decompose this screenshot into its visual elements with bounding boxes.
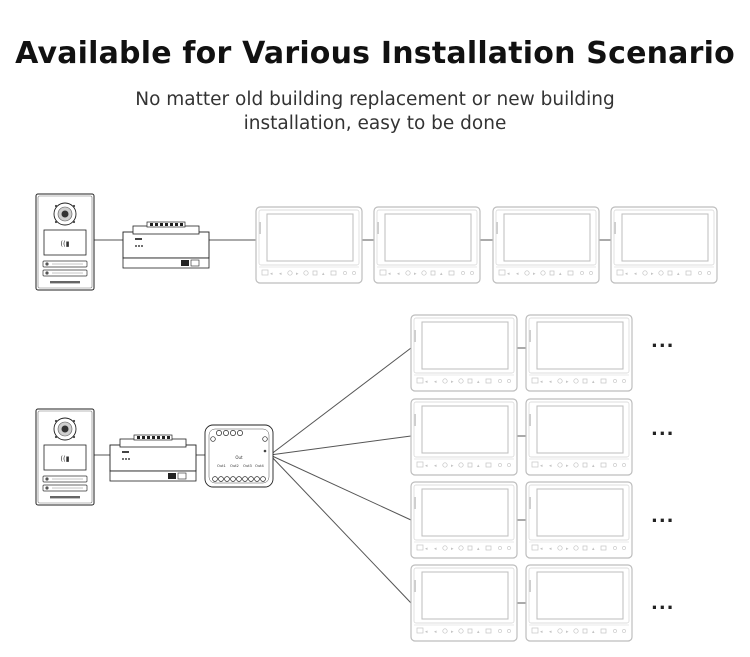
continuation-ellipsis: ... [651,506,675,527]
scenario-2-distribution: ... ... ... ... [35,314,675,642]
door-station-panel [35,408,95,506]
indoor-monitor [525,481,633,559]
wire [269,454,412,604]
subtitle-line-2: installation, easy to be done [243,113,507,134]
continuation-ellipsis: ... [651,593,675,614]
indoor-monitor [492,206,600,284]
indoor-monitor [373,206,481,284]
indoor-monitor [410,314,518,392]
page-title: Available for Various Installation Scena… [15,36,735,71]
indoor-monitor [525,398,633,476]
indoor-monitor [410,564,518,642]
video-distributor [204,424,274,488]
indoor-monitor [610,206,718,284]
continuation-ellipsis: ... [651,419,675,440]
power-supply-unit [109,434,197,482]
indoor-monitor [410,481,518,559]
indoor-monitor [255,206,363,284]
indoor-monitor [410,398,518,476]
page-subtitle: No matter old building replacement or ne… [100,88,650,136]
indoor-monitor [525,564,633,642]
wire [269,435,412,456]
power-supply-unit [122,221,210,269]
indoor-monitor [525,314,633,392]
continuation-ellipsis: ... [651,331,675,352]
door-station-panel [35,193,95,291]
wire [269,347,412,456]
wire [269,454,412,521]
subtitle-line-1: No matter old building replacement or ne… [135,89,615,110]
scenario-1-cascade [35,193,718,291]
